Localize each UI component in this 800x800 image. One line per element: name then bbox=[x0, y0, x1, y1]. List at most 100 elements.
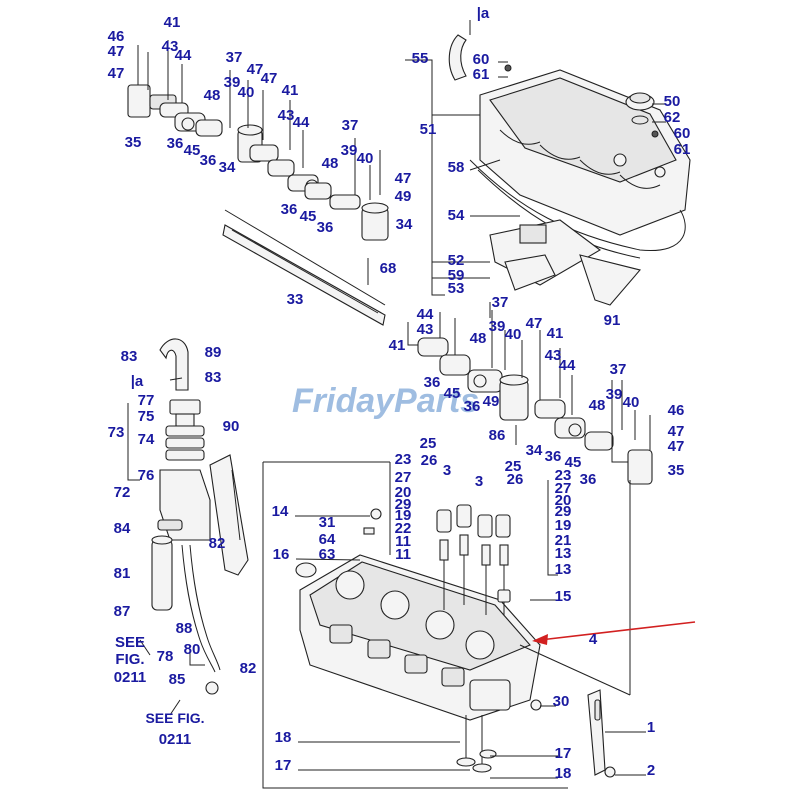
part-callout-label: 50 bbox=[664, 93, 681, 110]
part-callout-label: 35 bbox=[668, 462, 685, 479]
part-callout-label: 39 bbox=[489, 318, 506, 335]
part-callout-label: 77 bbox=[138, 392, 155, 409]
part-callout-label: 13 bbox=[555, 561, 572, 578]
part-callout-label: 37 bbox=[342, 117, 359, 134]
part-callout-label: 80 bbox=[184, 641, 201, 658]
part-callout-label: 89 bbox=[205, 344, 222, 361]
part-callout-label: 59 bbox=[448, 267, 465, 284]
part-callout-label: 61 bbox=[473, 66, 490, 83]
part-callout-label: 45 bbox=[565, 454, 582, 471]
part-callout-label: 19 bbox=[555, 517, 572, 534]
part-callout-label: 2 bbox=[647, 762, 655, 779]
part-callout-label: 60 bbox=[674, 125, 691, 142]
part-callout-label: 52 bbox=[448, 252, 465, 269]
part-callout-label: 26 bbox=[507, 471, 524, 488]
part-callout-label: 45 bbox=[444, 385, 461, 402]
part-callout-label: 15 bbox=[555, 588, 572, 605]
part-callout-label: 90 bbox=[223, 418, 240, 435]
part-callout-label: 51 bbox=[420, 121, 437, 138]
part-callout-label: 43 bbox=[162, 38, 179, 55]
part-callout-label: 53 bbox=[448, 280, 465, 297]
part-callout-label: 39 bbox=[341, 142, 358, 159]
part-callout-label: 11 bbox=[395, 546, 411, 563]
part-callout-label: 83 bbox=[205, 369, 222, 386]
part-callout-label: 1 bbox=[647, 719, 655, 736]
part-callout-label: |a bbox=[131, 373, 144, 390]
part-callout-label: 43 bbox=[545, 347, 562, 364]
part-callout-label: 3 bbox=[443, 462, 451, 479]
part-callout-label: SEE FIG. bbox=[145, 710, 204, 726]
part-callout-label: 83 bbox=[121, 348, 138, 365]
part-callout-label: 36 bbox=[200, 152, 217, 169]
part-callout-label: 44 bbox=[293, 114, 310, 131]
part-callout-label: 34 bbox=[219, 159, 236, 176]
part-callout-label: 47 bbox=[526, 315, 543, 332]
part-callout-label: 40 bbox=[238, 84, 255, 101]
part-callout-label: 47 bbox=[668, 423, 685, 440]
part-callout-label: 35 bbox=[125, 134, 142, 151]
rocker-arm-group-middle bbox=[407, 302, 653, 485]
part-callout-label: 36 bbox=[167, 135, 184, 152]
part-callout-label: 46 bbox=[108, 28, 125, 45]
part-callout-label: 25 bbox=[505, 458, 522, 475]
part-callout-label: 48 bbox=[204, 87, 221, 104]
part-callout-label: 18 bbox=[555, 765, 572, 782]
part-callout-label: 37 bbox=[226, 49, 243, 66]
part-callout-label: 23 bbox=[395, 451, 412, 468]
part-callout-label: 40 bbox=[357, 150, 374, 167]
part-callout-label: 36 bbox=[281, 201, 298, 218]
part-callout-label: 41 bbox=[282, 82, 299, 99]
part-callout-label: 16 bbox=[273, 546, 290, 563]
part-callout-label: 39 bbox=[224, 74, 241, 91]
part-callout-label: 81 bbox=[114, 565, 131, 582]
part-callout-label: 30 bbox=[553, 693, 570, 710]
part-callout-label: 76 bbox=[138, 467, 155, 484]
part-callout-label: 48 bbox=[470, 330, 487, 347]
part-callout-label: FIG. bbox=[115, 651, 144, 668]
part-callout-label: 41 bbox=[547, 325, 564, 342]
part-callout-label: 13 bbox=[555, 545, 572, 562]
part-callout-label: 36 bbox=[317, 219, 334, 236]
part-callout-label: 25 bbox=[420, 435, 437, 452]
part-callout-label: 27 bbox=[395, 469, 412, 486]
part-callout-label: 47 bbox=[108, 43, 125, 60]
part-callout-label: 75 bbox=[138, 408, 155, 425]
part-callout-label: 3 bbox=[475, 473, 483, 490]
part-callout-label: 47 bbox=[261, 70, 278, 87]
watermark-text: FridayParts bbox=[292, 382, 479, 420]
part-callout-label: 27 bbox=[555, 480, 572, 497]
part-callout-label: 44 bbox=[559, 357, 576, 374]
part-callout-label: 44 bbox=[417, 306, 434, 323]
part-callout-label: 0211 bbox=[114, 669, 147, 686]
part-callout-label: 43 bbox=[278, 107, 295, 124]
part-callout-label: 41 bbox=[164, 14, 181, 31]
part-callout-label: 54 bbox=[448, 207, 465, 224]
part-callout-label: 17 bbox=[275, 757, 292, 774]
part-callout-label: 46 bbox=[668, 402, 685, 419]
part-callout-label: 22 bbox=[395, 520, 412, 537]
part-callout-label: 34 bbox=[396, 216, 413, 233]
part-callout-label: 60 bbox=[473, 51, 490, 68]
part-callout-label: 41 bbox=[389, 337, 406, 354]
part-callout-label: 48 bbox=[589, 397, 606, 414]
part-callout-label: 58 bbox=[448, 159, 465, 176]
part-callout-label: 29 bbox=[555, 503, 572, 520]
part-callout-label: 86 bbox=[489, 427, 506, 444]
part-callout-label: 64 bbox=[319, 531, 336, 548]
part-callout-label: 17 bbox=[555, 745, 572, 762]
part-callout-label: 36 bbox=[545, 448, 562, 465]
part-callout-label: 45 bbox=[300, 208, 317, 225]
part-callout-label: 74 bbox=[138, 431, 155, 448]
part-callout-label: 14 bbox=[272, 503, 289, 520]
part-callout-label: 68 bbox=[380, 260, 397, 277]
part-callout-label: 0211 bbox=[159, 731, 192, 748]
part-callout-label: 20 bbox=[395, 484, 412, 501]
part-callout-label: 33 bbox=[287, 291, 304, 308]
part-callout-label: 61 bbox=[674, 141, 691, 158]
part-callout-label: |a bbox=[477, 5, 490, 22]
part-callout-label: 11 bbox=[395, 533, 411, 550]
rocker-arm-group-upper-left bbox=[127, 40, 389, 326]
part-callout-label: 4 bbox=[589, 631, 598, 648]
